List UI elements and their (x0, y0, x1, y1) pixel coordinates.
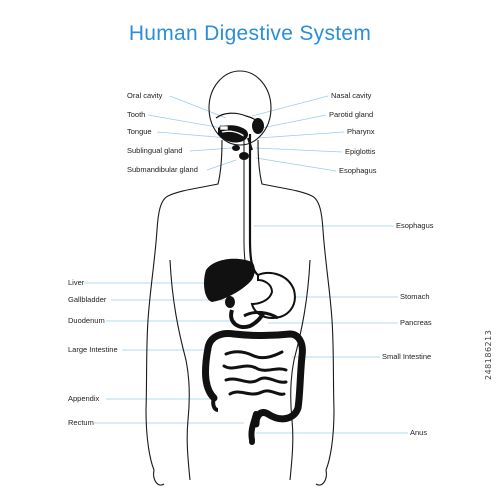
liver-shape (204, 258, 255, 302)
label-rectum: Rectum (68, 418, 94, 427)
head-organs (215, 112, 264, 160)
rectum-shape (248, 411, 259, 443)
label-epiglottis: Epiglottis (345, 147, 376, 156)
label-sublingual-gland: Sublingual gland (127, 146, 183, 155)
head-outline (208, 70, 272, 146)
large-intestine-shape (202, 330, 306, 428)
leader-lines (84, 95, 408, 434)
label-gallbladder: Gallbladder (68, 295, 107, 304)
label-stomach: Stomach (400, 292, 430, 301)
esophagus-shape (248, 133, 259, 276)
left-torso-outline (169, 259, 191, 481)
label-liver: Liver (68, 278, 85, 287)
label-appendix: Appendix (68, 394, 100, 403)
label-oral-cavity: Oral cavity (127, 91, 163, 100)
label-pancreas: Pancreas (400, 318, 432, 327)
appendix-shape (211, 397, 219, 412)
label-large-intestine: Large Intestine (68, 345, 118, 354)
label-duodenum: Duodenum (68, 316, 105, 325)
right-arm-outline (257, 139, 335, 471)
tongue-shape (221, 130, 245, 137)
right-hand-outline (315, 469, 327, 486)
left-arm-outline (145, 139, 223, 471)
body-outline (145, 70, 335, 486)
label-tongue: Tongue (127, 127, 152, 136)
gallbladder-shape (225, 296, 235, 308)
duodenum-shape (229, 309, 266, 329)
label-parotid-gland: Parotid gland (329, 110, 374, 119)
left-hand-outline (153, 469, 165, 486)
page-title: Human Digestive System (128, 22, 372, 45)
small-intestine-shape (222, 350, 288, 396)
label-esophagus-lower: Esophagus (396, 221, 434, 230)
parotid-gland-shape (252, 118, 264, 134)
label-pharynx: Pharynx (347, 127, 375, 136)
stock-id: 248186213 (484, 329, 493, 380)
pancreas-shape (243, 310, 279, 320)
label-small-intestine: Small Intestine (382, 352, 432, 361)
label-submandibular-gland: Submandibular gland (127, 165, 198, 174)
sublingual-gland-shape (232, 145, 240, 151)
anus-shape (249, 439, 255, 445)
tooth-shape (219, 125, 229, 131)
label-anus: Anus (410, 428, 428, 437)
label-esophagus-upper: Esophagus (339, 166, 377, 175)
right-torso-outline (289, 259, 311, 481)
label-tooth: Tooth (127, 110, 146, 119)
label-nasal-cavity: Nasal cavity (331, 91, 372, 100)
